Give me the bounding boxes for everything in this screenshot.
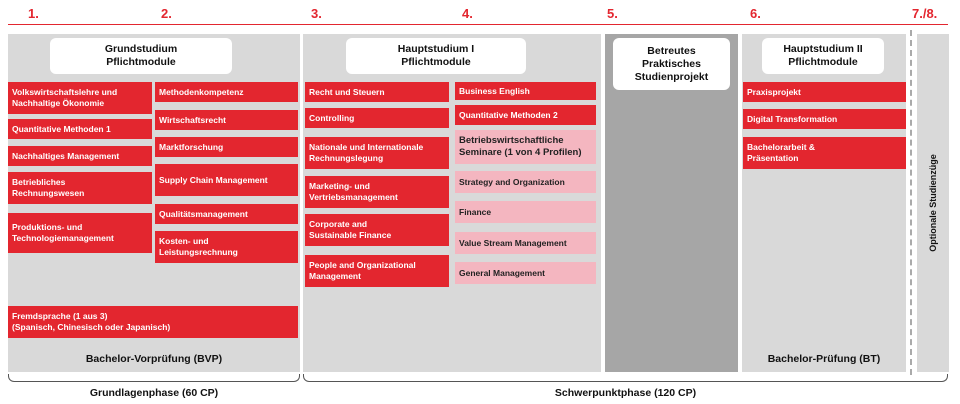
profile-general-mgmt: General Management [455,262,596,284]
semester-3: 3. [311,6,322,21]
semester-1: 1. [28,6,39,21]
semester-4: 4. [462,6,473,21]
grund-brace [8,374,300,382]
project-header: Betreutes Praktisches Studienprojekt [613,38,730,90]
hauptstudium2-subtitle: Pflichtmodule [788,56,858,68]
module-quant1: Quantitative Methoden 1 [8,119,152,139]
semester-7-8: 7./8. [912,6,938,21]
hauptstudium1-header: Hauptstudium I Pflichtmodule [346,38,526,74]
module-recht-steuern: Recht und Steuern [305,82,449,102]
module-digital: Digital Transformation [743,109,906,129]
optional-panel: Optionale Studienzüge [917,34,949,372]
grundstudium-subtitle: Pflichtmodule [106,56,176,68]
module-business-english: Business English [455,82,596,100]
exam-bt: Bachelor-Prüfung (BT) [767,353,881,365]
hauptstudium1-title: Hauptstudium I [397,43,475,55]
module-qualitaet: Qualitätsmanagement [155,204,298,224]
module-quant2: Quantitative Methoden 2 [455,105,596,125]
phase-schwerpunkt: Schwerpunktphase (120 CP) [554,387,697,399]
exam-bvp: Bachelor-Vorprüfung (BVP) [85,353,223,365]
semester-line [8,24,948,25]
module-marktforschung: Marktforschung [155,137,298,157]
module-wirtschaftsrecht: Wirtschaftsrecht [155,110,298,130]
module-supply-chain: Supply Chain Management [155,164,298,196]
semester-6: 6. [750,6,761,21]
optional-divider [910,30,912,375]
hauptstudium2-title: Hauptstudium II [783,43,863,55]
hauptstudium2-header: Hauptstudium II Pflichtmodule [762,38,884,74]
schwer-brace [303,374,948,382]
semester-2: 2. [161,6,172,21]
profile-finance: Finance [455,201,596,223]
semester-5: 5. [607,6,618,21]
module-bachelorarbeit: Bachelorarbeit &Präsentation [743,137,906,169]
grundstudium-title: Grundstudium [104,43,178,55]
optional-label: Optionale Studienzüge [928,154,938,252]
module-nachhaltig: Nachhaltiges Management [8,146,152,166]
hauptstudium1-subtitle: Pflichtmodule [401,56,471,68]
profile-strategy: Strategy and Organization [455,171,596,193]
module-fremdsprache: Fremdsprache (1 aus 3)(Spanisch, Chinesi… [8,306,298,338]
phase-grundlagen: Grundlagenphase (60 CP) [89,387,219,399]
module-controlling: Controlling [305,108,449,128]
module-praxisprojekt: Praxisprojekt [743,82,906,102]
module-methodenkompetenz: Methodenkompetenz [155,82,298,102]
profile-value-stream: Value Stream Management [455,232,596,254]
project-panel [605,34,738,372]
grundstudium-header: Grundstudium Pflichtmodule [50,38,232,74]
